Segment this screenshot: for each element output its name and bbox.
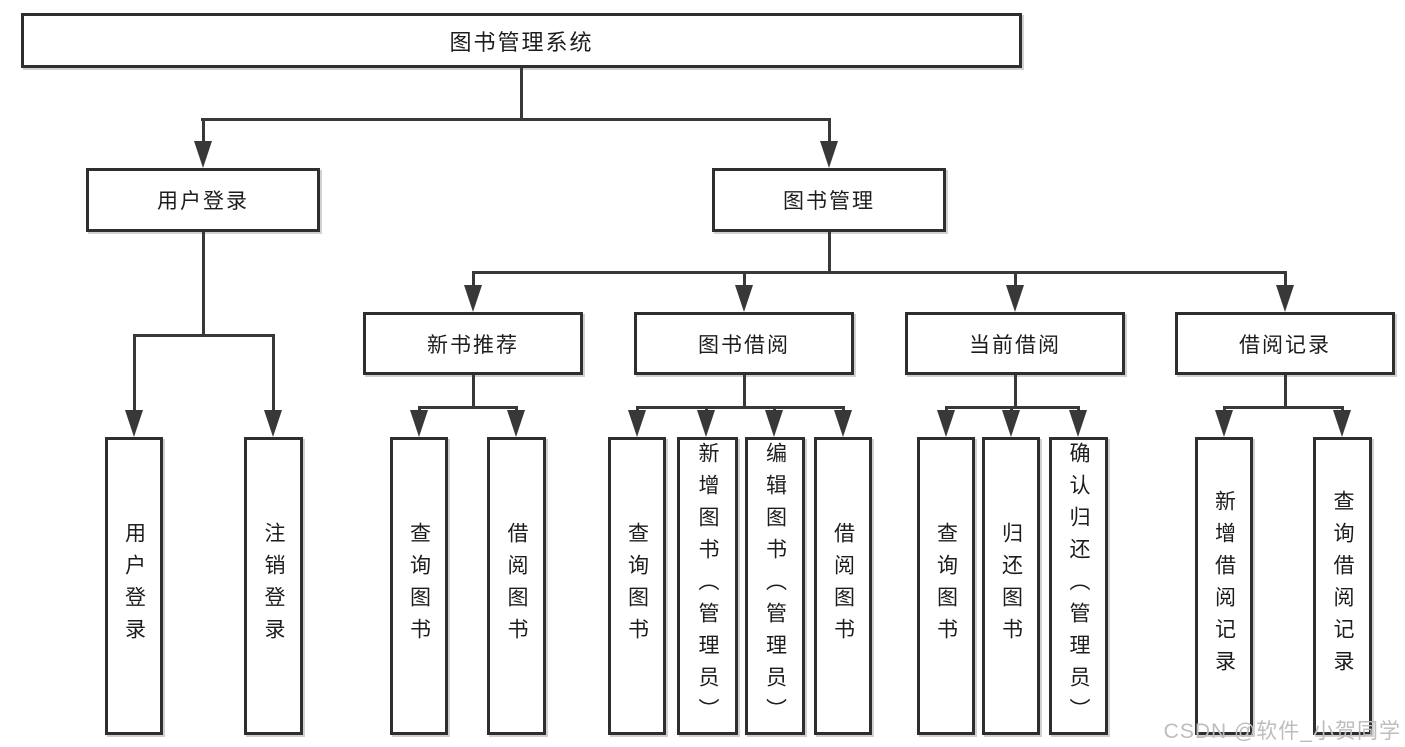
watermark: CSDN @软件_小贺同学 [1163, 720, 1401, 743]
arrow-down-icon [1215, 410, 1233, 437]
arrow-down-icon [410, 410, 428, 437]
arrow-down-icon [464, 285, 482, 312]
arrow-down-icon [1002, 410, 1020, 437]
node-book-borrowing: 图书借阅 [634, 312, 854, 375]
connector-line [636, 406, 845, 409]
connector-line [1284, 375, 1287, 409]
node-label: 用户登录 [122, 522, 146, 650]
node-book-management: 图书管理 [712, 168, 946, 232]
connector-line [472, 271, 475, 289]
node-query-books-recommend: 查询图书 [390, 437, 448, 735]
arrow-down-icon [1069, 410, 1087, 437]
node-borrow-books-borrowing: 借阅图书 [814, 437, 872, 735]
arrow-down-icon [820, 141, 838, 168]
connector-line [1223, 406, 1343, 409]
node-add-borrow-record: 新增借阅记录 [1195, 437, 1253, 735]
node-label: 图书管理 [783, 190, 875, 213]
node-label: 归还图书 [999, 522, 1023, 650]
node-user-login-leaf: 用户登录 [105, 437, 163, 735]
arrow-down-icon [628, 410, 646, 437]
arrow-down-icon [735, 285, 753, 312]
connector-line [201, 118, 830, 121]
node-label: 查询图书 [407, 522, 431, 650]
node-label: 借阅图书 [831, 522, 855, 650]
arrow-down-icon [507, 410, 525, 437]
arrow-down-icon [194, 141, 212, 168]
connector-line [272, 334, 275, 413]
connector-line [133, 334, 136, 413]
connector-line [418, 406, 518, 409]
node-edit-book-admin: 编辑图书（管理员） [745, 437, 805, 735]
connector-line [472, 271, 1286, 274]
node-query-books-borrowing: 查询图书 [608, 437, 666, 735]
connector-line [1014, 375, 1017, 409]
connector-line [743, 375, 746, 409]
node-confirm-return-admin: 确认归还（管理员） [1049, 437, 1108, 735]
arrow-down-icon [264, 410, 282, 437]
node-label: 图书借阅 [698, 333, 790, 357]
connector-line [520, 68, 523, 120]
arrow-down-icon [834, 410, 852, 437]
node-label: 注销登录 [262, 522, 285, 650]
node-new-book-recommend: 新书推荐 [363, 312, 583, 375]
connector-line [133, 334, 275, 337]
connector-line [1284, 271, 1287, 289]
node-library-management-system: 图书管理系统 [21, 13, 1022, 68]
node-user-login: 用户登录 [86, 168, 320, 232]
node-label: 确认归还（管理员） [1067, 442, 1090, 730]
node-label: 查询图书 [625, 522, 649, 650]
arrow-down-icon [697, 410, 715, 437]
arrow-down-icon [937, 410, 955, 437]
arrow-down-icon [1276, 285, 1294, 312]
node-label: 新书推荐 [427, 333, 519, 357]
node-add-book-admin: 新增图书（管理员） [677, 437, 738, 735]
connector-line [472, 375, 475, 409]
node-current-borrowing: 当前借阅 [905, 312, 1125, 375]
node-label: 当前借阅 [969, 333, 1061, 357]
arrow-down-icon [765, 410, 783, 437]
node-label: 新增借阅记录 [1212, 490, 1236, 682]
node-label: 编辑图书（管理员） [763, 442, 787, 730]
connector-line [202, 232, 205, 337]
node-logout: 注销登录 [244, 437, 303, 735]
connector-line [202, 118, 205, 145]
node-label: 查询借阅记录 [1331, 490, 1354, 682]
node-borrowing-records: 借阅记录 [1175, 312, 1395, 375]
node-label: 借阅记录 [1239, 333, 1331, 357]
node-label: 图书管理系统 [449, 29, 594, 55]
arrow-down-icon [125, 410, 143, 437]
arrow-down-icon [1333, 410, 1351, 437]
node-label: 借阅图书 [505, 522, 528, 650]
node-query-books-current: 查询图书 [917, 437, 975, 735]
node-label: 用户登录 [157, 190, 249, 213]
connector-line [828, 232, 831, 274]
node-label: 查询图书 [934, 522, 958, 650]
connector-line [1014, 271, 1017, 289]
node-query-borrow-record: 查询借阅记录 [1313, 437, 1372, 735]
node-return-book: 归还图书 [982, 437, 1040, 735]
connector-line [828, 118, 831, 145]
node-label: 新增图书（管理员） [696, 442, 719, 730]
arrow-down-icon [1006, 285, 1024, 312]
node-borrow-books-recommend: 借阅图书 [487, 437, 546, 735]
connector-line [743, 271, 746, 289]
